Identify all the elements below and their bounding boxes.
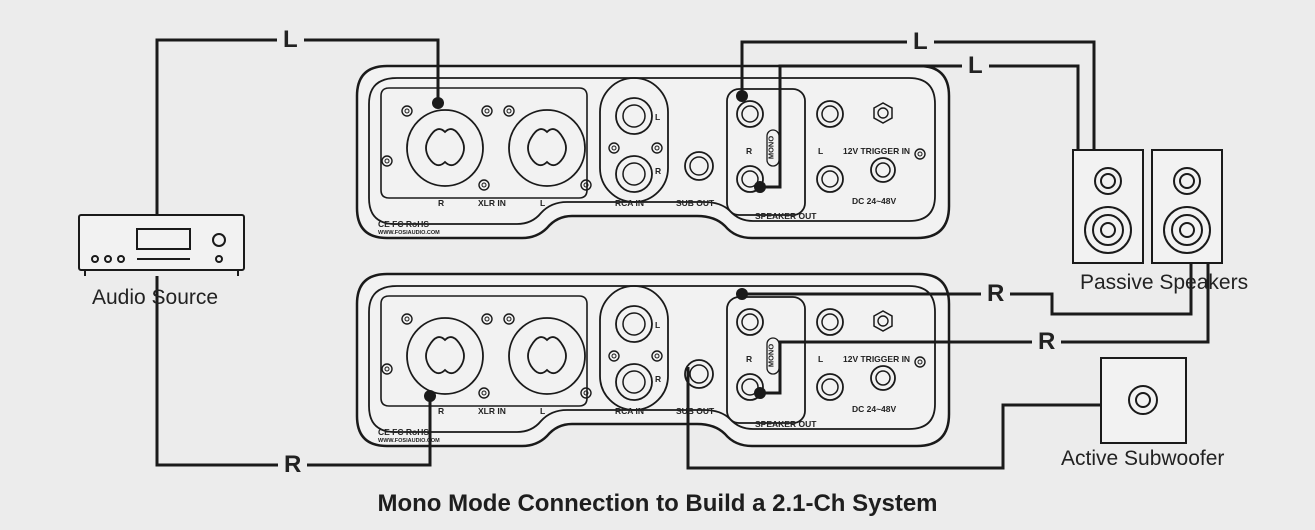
mono-label: MONO [766,135,776,160]
passive-speaker-icon [1072,149,1223,264]
xlr-l-label: L [540,406,546,416]
rca-in-label: RCA IN [615,406,644,416]
rca-r-label: R [655,166,662,176]
speaker-out-label: SPEAKER OUT [755,211,817,221]
diagram-title: Mono Mode Connection to Build a 2.1-Ch S… [377,490,938,517]
dc-label: DC 24~48V [852,196,897,206]
rca-l-label: L [655,320,661,330]
xlr-r-label: R [438,406,445,416]
active-subwoofer-label: Active Subwoofer [1061,447,1225,470]
sub-out-label: SUB OUT [676,406,715,416]
mono-label: MONO [766,343,776,368]
xlr-r-label: R [438,198,445,208]
trigger-label: 12V TRIGGER IN [843,354,911,364]
active-subwoofer-icon [1100,357,1187,444]
channel-label-right-out-1: R [981,280,1011,308]
passive-speakers-label: Passive Speakers [1080,271,1249,294]
connection-dots [424,90,766,402]
trigger-label: 12V TRIGGER IN [843,146,911,156]
audio-source-label: Audio Source [92,286,219,309]
speaker-out-label: SPEAKER OUT [755,419,817,429]
speaker-r-label: R [746,354,753,364]
rca-r-label: R [655,374,662,384]
xlr-l-label: L [540,198,546,208]
speaker-l-label: L [818,354,824,364]
channel-label-right-input: R [278,451,308,479]
speaker-l-label: L [818,146,824,156]
channel-label-left-input: L [277,26,304,54]
channel-label-left-out-2: L [962,52,989,80]
website-label: WWW.FOSIAUDIO.COM [378,438,440,444]
audio-source-icon [78,214,245,276]
channel-label-left-out-1: L [907,28,934,56]
speaker-r-label: R [746,146,753,156]
xlr-in-label: XLR IN [478,198,506,208]
rca-l-label: L [655,112,661,122]
dc-label: DC 24~48V [852,404,897,414]
rca-in-label: RCA IN [615,198,644,208]
xlr-in-label: XLR IN [478,406,506,416]
website-label: WWW.FOSIAUDIO.COM [378,230,440,236]
sub-out-label: SUB OUT [676,198,715,208]
channel-label-right-out-2: R [1032,328,1062,356]
cert-label: CE FC RoHS [378,219,429,229]
cert-label: CE FC RoHS [378,427,429,437]
